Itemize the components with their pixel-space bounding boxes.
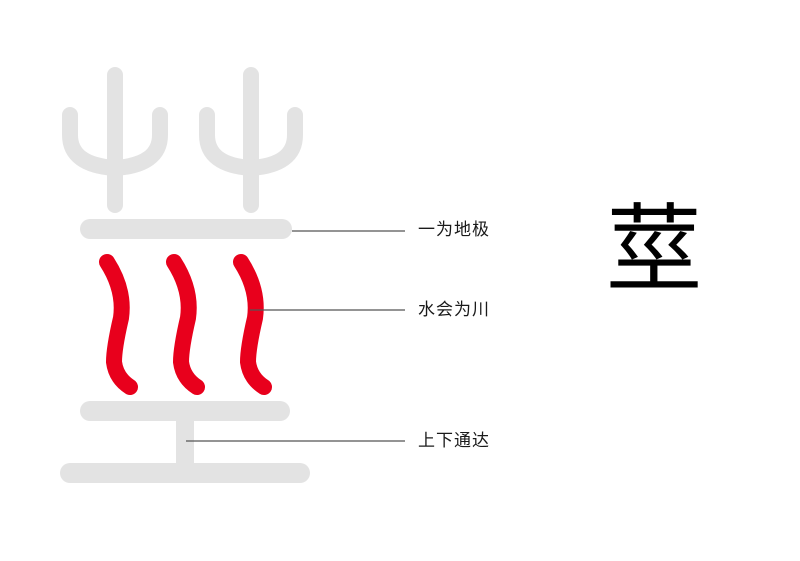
annotation-water: 水会为川 xyxy=(418,300,490,320)
annotation-through: 上下通达 xyxy=(418,431,490,451)
title-character: 莖 xyxy=(606,194,702,306)
grass-radical-right xyxy=(199,67,303,213)
earth-glyph xyxy=(60,401,310,483)
water-lines xyxy=(99,254,272,395)
annotation-ground: 一为地极 xyxy=(418,220,490,240)
grass-radical-left xyxy=(62,67,168,213)
leader-lines xyxy=(186,230,405,442)
